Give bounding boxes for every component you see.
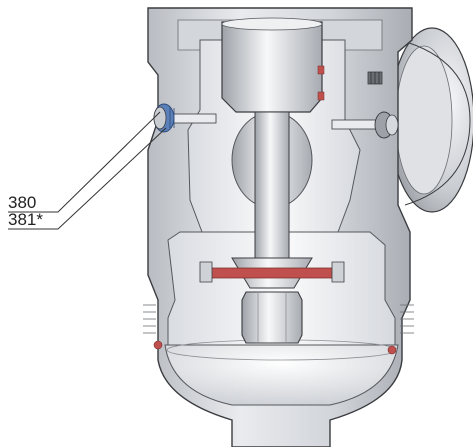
left-screw: [153, 103, 217, 133]
valve-stem: [254, 111, 290, 283]
callout-leaders: [8, 111, 167, 230]
hex-nut: [241, 291, 303, 344]
o-ring-top-2: [317, 91, 325, 101]
o-ring-right: [387, 345, 397, 355]
top-right-screw: [367, 71, 383, 85]
threads-left: [143, 304, 156, 334]
callout-label-381: 381*: [8, 210, 43, 229]
valve-seat: [199, 261, 345, 283]
valve-seat-seal: [209, 267, 335, 279]
right-screw: [331, 111, 399, 139]
bottom-bowl: [164, 344, 399, 406]
piston-head: [221, 21, 323, 113]
o-ring-top-1: [317, 65, 325, 75]
side-cap: [389, 27, 473, 213]
o-ring-left: [153, 340, 163, 350]
leader-381: [8, 127, 167, 230]
leader-380: [8, 111, 161, 213]
threads-right: [400, 304, 414, 334]
callout-label-380: 380: [8, 193, 36, 212]
